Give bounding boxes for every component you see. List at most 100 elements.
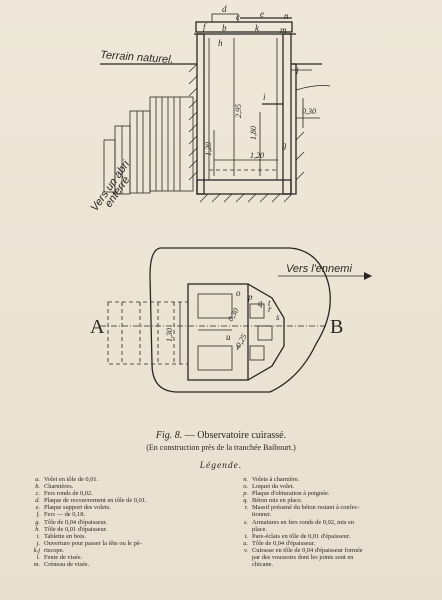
legend-key: d. — [35, 497, 40, 505]
legend-text: Ouverture pour passer la tête ou le pé- — [44, 539, 142, 547]
legend-text: Volets à charnière. — [252, 476, 300, 483]
legend-text: Loquet du volet. — [252, 483, 295, 491]
legend-key: n. — [243, 476, 248, 483]
legend-item: n. Volets à charnière. — [226, 476, 431, 483]
letter-i: i — [263, 92, 266, 102]
legend-key: q. — [243, 497, 248, 505]
letter-r: r — [268, 304, 272, 314]
legend-text: Fers — de 0,18. — [44, 511, 86, 519]
legend-item: r.Massif préssmé du béton restant à conf… — [226, 504, 431, 511]
letter-e: e — [260, 9, 264, 19]
legend-text: Plaque support des volets. — [44, 504, 111, 512]
legend-text: Fers ronds de 0,02. — [44, 490, 93, 498]
legend-key: t. — [244, 532, 248, 540]
legend-item: o. Loquet du volet. — [226, 483, 431, 490]
legend-text: Charnières. — [44, 483, 74, 491]
legend-key: f. — [36, 511, 40, 519]
legend-item: e. Plaque support des volets. — [18, 504, 223, 511]
figure-caption: Fig. 8. — Observatoire cuirassé. — [0, 430, 442, 441]
figure-number: Fig. 8. — [155, 430, 183, 441]
point-b: B — [330, 316, 343, 338]
letter-d: d — [222, 4, 227, 14]
legend-key: s. — [243, 518, 248, 526]
legend-item: h. Tôle de 0,01 d'épaisseur. — [18, 526, 223, 533]
dim-1-80: 1,80 — [249, 126, 258, 140]
legend-key: v. — [244, 546, 248, 554]
letter-b: b — [222, 23, 227, 33]
legend-key: g. — [35, 518, 40, 526]
dim-2-95: 2,95 — [234, 104, 243, 118]
legend-text: Tôle de 0,04 d'épaisseur. — [44, 518, 108, 526]
letter-s: s — [276, 312, 280, 322]
dim-1-20-bottom: 1,20 — [250, 151, 264, 160]
dim-0-30-plan: 0,30 — [226, 306, 241, 323]
dim-1-20-left: 1,20 — [204, 142, 213, 156]
legend-key: u. — [243, 539, 248, 547]
terrain-label: Terrain naturel. — [100, 49, 174, 66]
legend-key: b. — [35, 483, 40, 491]
dim-0-30: 0,30 — [302, 107, 316, 116]
legend-text: tionner. — [252, 511, 272, 519]
legend-title: Légende. — [199, 461, 243, 471]
legend-text: Béton mis en place. — [252, 497, 303, 505]
legend-item: tionner. — [226, 511, 431, 518]
letter-u: u — [226, 332, 231, 342]
legend-text: par des voussoirs dont les joints sont e… — [252, 554, 354, 562]
legend-text: Armatures en fers ronds de 0,02, mis en — [252, 518, 355, 526]
legend-key: i. — [36, 532, 40, 540]
letter-n: n — [284, 11, 289, 21]
dim-1-30: 1,30 — [165, 328, 174, 342]
legend-item: c. Fers ronds de 0,02. — [18, 490, 223, 497]
legend-item: chicane. — [226, 561, 431, 568]
letter-o: o — [236, 288, 241, 298]
letter-f: f — [203, 22, 207, 32]
plan-drawing — [100, 247, 372, 393]
legend-item: a.Volet en tôle de 0,01. — [18, 476, 223, 483]
earth-hatching-bottom — [199, 131, 305, 203]
legend-text: Plaque de recouvrement en tôle de 0,01. — [44, 497, 147, 505]
letter-t: t — [268, 298, 271, 308]
legend-key — [226, 554, 252, 561]
legend-key: h. — [35, 525, 40, 533]
letter-q: q — [258, 298, 263, 308]
legend-text: Tablette en bois. — [44, 532, 86, 540]
legend-text: Créneau de visée. — [44, 561, 90, 569]
legend-text: Massif préssmé du béton restant à confec… — [252, 504, 360, 512]
legend-item: l.Fente de visée. — [18, 554, 223, 561]
legend-right-column: n. Volets à charnière. o. Loquet du volet. p… — [226, 476, 431, 568]
legend-item: u.Tôle de 0,04 d'épaisseur. — [226, 540, 431, 547]
legend-item: d. Plaque de recouvrement en tôle de 0,01… — [18, 497, 223, 504]
figure-subtitle: (En construction près de la tranchée Bai… — [146, 443, 296, 452]
legend-key: m. — [33, 561, 40, 569]
legend-text: chicane. — [252, 561, 274, 569]
legend-item: f. Fers — de 0,18. — [18, 511, 223, 518]
legend-item: par des voussoirs dont les joints sont e… — [226, 554, 431, 561]
legend-item: q. Béton mis en place. — [226, 497, 431, 504]
legend-key — [226, 561, 252, 568]
legend-text: place. — [252, 525, 268, 533]
legend-item: g. Tôle de 0,04 d'épaisseur. — [18, 519, 223, 526]
ennemi-label: Vers l'ennemi — [286, 263, 352, 275]
letter-v: v — [236, 342, 240, 352]
section-drawing — [100, 13, 331, 203]
legend-key — [226, 526, 252, 533]
legend-key: e. — [35, 504, 40, 512]
legend-key: c. — [35, 490, 40, 498]
letter-l: l — [296, 66, 299, 76]
legend-text: Volet en tôle de 0,01. — [44, 476, 99, 483]
legend-item: t.Pare-éclats en tôle de 0,01 d'épaisseu… — [226, 533, 431, 540]
legend-item: place. — [226, 526, 431, 533]
legend-text: Tôle de 0,01 d'épaisseur. — [44, 525, 108, 533]
letter-g: g — [282, 140, 287, 150]
legend-item: v.Cuirasse en tôle de 0,04 d'épaisseur f… — [226, 547, 431, 554]
legend-key: l. — [36, 554, 40, 562]
letter-k: k — [255, 23, 260, 33]
letter-p: p — [247, 292, 253, 302]
legend-key: o. — [243, 483, 248, 491]
legend-key: p. — [243, 490, 248, 498]
point-a: A — [90, 316, 105, 338]
legend-item: m. Créneau de visée. — [18, 561, 223, 568]
